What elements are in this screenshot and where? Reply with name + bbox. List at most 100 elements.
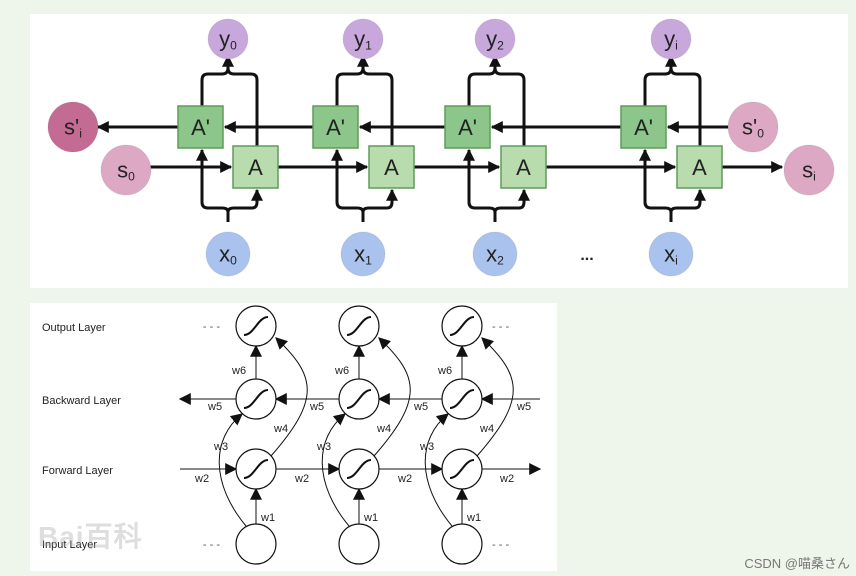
w4-label-2: w4: [479, 423, 494, 435]
state-right-out-label-base: s: [802, 158, 813, 183]
backward-cell-2-label: A': [458, 115, 477, 140]
state-left-out: s'i: [47, 101, 99, 153]
w3-label-1: w3: [316, 441, 331, 453]
input-to-backward-3: [639, 148, 673, 222]
w1-label-0: w1: [260, 512, 275, 524]
input-node-3: xi: [648, 231, 694, 277]
input-node-0-label-sub: 0: [230, 253, 237, 267]
forward-neuron-2-sigmoid-icon: [449, 459, 475, 479]
forward-to-output-2: [476, 337, 514, 457]
input-neuron-1: [338, 523, 380, 565]
backward-cell-1-box: [312, 105, 359, 149]
backward-neuron-0: [235, 378, 277, 420]
input-to-forward-2: [493, 188, 530, 222]
backward-cell-2: A': [444, 105, 491, 149]
w2-label-3: w2: [499, 473, 514, 485]
input-to-forward-0: [226, 188, 263, 222]
w4-label-1: w4: [376, 423, 391, 435]
forward-cell-2: A: [500, 145, 547, 189]
output-node-1: y1: [342, 18, 384, 60]
backward-neuron-2-sigmoid-icon: [449, 389, 475, 409]
input-to-backward-2: [424, 413, 453, 527]
output-node-2-label-sub: 2: [497, 38, 504, 52]
backward-to-output-1: [335, 54, 369, 106]
input-neuron-2: [441, 523, 483, 565]
output-node-2-label: y2: [486, 27, 504, 53]
state-right-in-circle: [727, 101, 779, 153]
input-node-3-label-base: x: [664, 242, 675, 267]
backward-cell-2-box: [444, 105, 491, 149]
input-to-backward-1: [321, 413, 350, 527]
forward-cell-0-box: [232, 145, 279, 189]
backward-neuron-1: [338, 378, 380, 420]
state-left-in: s0: [100, 144, 152, 196]
input-to-forward-3: [669, 188, 706, 222]
output-node-0: y0: [207, 18, 249, 60]
input-node-0-label: x0: [219, 242, 237, 268]
forward-to-output-1: [361, 67, 394, 146]
forward-to-output-0: [226, 67, 259, 146]
output-neuron-2: [441, 305, 483, 347]
state-right-in-label: s'0: [742, 115, 764, 141]
backward-cell-3-label: A': [634, 115, 653, 140]
state-left-in-label-base: s: [117, 158, 128, 183]
input-dots-right: - - -: [492, 539, 509, 551]
forward-neuron-0: [235, 448, 277, 490]
backward-to-output-2: [467, 54, 501, 106]
w2-label-0: w2: [194, 473, 209, 485]
ellipsis: ...: [580, 247, 593, 264]
w1-label-2: w1: [466, 512, 481, 524]
forward-to-output-0: [270, 337, 308, 457]
forward-cell-2-box: [500, 145, 547, 189]
backward-neuron-1-sigmoid-icon: [346, 389, 372, 409]
backward-cell-0: A': [177, 105, 224, 149]
state-right-out-label: si: [802, 158, 816, 184]
output-node-2-circle: [474, 18, 516, 60]
forward-to-output-1: [373, 337, 411, 457]
output-neuron-1: [338, 305, 380, 347]
state-right-in: s'0: [727, 101, 779, 153]
forward-cell-0: A: [232, 145, 279, 189]
output-node-1-label-sub: 1: [365, 38, 372, 52]
output-node-0-label: y0: [219, 27, 237, 53]
w5-label-2: w5: [413, 401, 428, 413]
state-left-out-label-sub: i: [79, 126, 82, 140]
forward-cell-3-box: [676, 145, 723, 189]
w6-label-0: w6: [231, 365, 246, 377]
input-to-forward-1: [361, 188, 398, 222]
backward-cell-1: A': [312, 105, 359, 149]
forward-cell-3: A: [676, 145, 723, 189]
forward-cell-1: A: [368, 145, 415, 189]
watermark: Bai百科: [38, 521, 143, 552]
state-right-out-label-sub: i: [813, 169, 816, 183]
bidirectional-rnn-diagram: A'Ay0x0A'Ay1x1A'Ay2x2A'Ayixis'is0s'0si..…: [47, 18, 835, 277]
input-node-0: x0: [205, 231, 251, 277]
output-node-2: y2: [474, 18, 516, 60]
output-dots-left: - - -: [203, 321, 220, 333]
input-layer-label: Input Layer: [42, 539, 97, 551]
state-right-in-label-base: s': [742, 115, 757, 140]
output-node-0-label-sub: 0: [230, 38, 237, 52]
state-left-out-circle: [47, 101, 99, 153]
output-node-1-circle: [342, 18, 384, 60]
input-to-backward-1: [331, 148, 365, 222]
w6-label-1: w6: [334, 365, 349, 377]
backward-cell-3-box: [620, 105, 667, 149]
output-node-1-label: y1: [354, 27, 372, 53]
output-node-3-label-base: y: [664, 27, 675, 52]
output-node-1-label-base: y: [354, 27, 365, 52]
input-node-1: x1: [340, 231, 386, 277]
backward-cell-0-label: A': [191, 115, 210, 140]
output-node-0-label-base: y: [219, 27, 230, 52]
state-left-in-circle: [100, 144, 152, 196]
input-node-0-circle: [205, 231, 251, 277]
input-node-2-label-sub: 2: [497, 253, 504, 267]
output-neuron-0-sigmoid-icon: [243, 316, 269, 336]
input-node-3-label: xi: [664, 242, 678, 268]
output-node-3-label-sub: i: [675, 38, 678, 52]
w5-label-0: w5: [207, 401, 222, 413]
w4-label-0: w4: [273, 423, 288, 435]
